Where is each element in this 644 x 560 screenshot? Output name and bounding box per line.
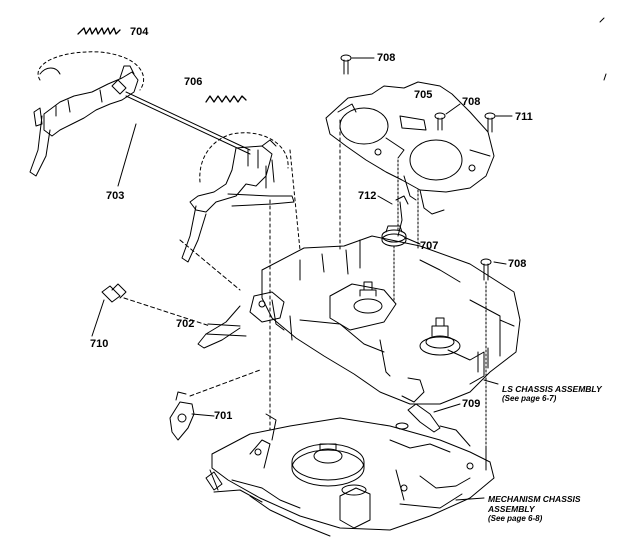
callout-703: 703: [106, 190, 125, 202]
screw-708-right: [480, 258, 507, 449]
callout-708-mid: 708: [462, 96, 481, 108]
ls-chassis: [197, 235, 521, 405]
leader-702: [207, 323, 241, 327]
screw-708-mid: [434, 103, 461, 131]
mechanism-caption-line1: MECHANISM CHASSIS: [488, 494, 581, 504]
lever-assembly: [181, 132, 295, 263]
callout-711: 711: [515, 111, 533, 123]
ls-chassis-caption-title: LS CHASSIS ASSEMBLY: [502, 384, 602, 394]
callout-706: 706: [184, 76, 203, 88]
callout-709: 709: [462, 398, 481, 410]
spring-704: [77, 27, 121, 35]
part-709: [395, 403, 461, 433]
callout-708-right: 708: [508, 258, 527, 270]
callout-712: 712: [358, 190, 377, 202]
callout-705: 705: [414, 89, 433, 101]
callout-710: 710: [90, 338, 109, 350]
callout-708-top: 708: [377, 52, 396, 64]
ls-chassis-caption-ref: (See page 6-7): [502, 394, 557, 403]
mechanism-chassis-caption: MECHANISM CHASSIS ASSEMBLY (See page 6-8…: [488, 494, 581, 524]
bracket-701: [169, 369, 261, 441]
callout-702: 702: [176, 318, 195, 330]
spring-706-small: [205, 95, 247, 103]
gear-707: [377, 195, 421, 301]
ls-chassis-caption: LS CHASSIS ASSEMBLY (See page 6-7): [502, 384, 602, 404]
screw-708-top: [340, 54, 375, 75]
plate-705: [325, 81, 495, 215]
mechanism-caption-ref: (See page 6-8): [488, 514, 543, 523]
arm-703: [29, 51, 251, 187]
callout-707: 707: [420, 240, 439, 252]
callout-704: 704: [130, 26, 149, 38]
callout-701: 701: [214, 410, 233, 422]
mechanism-caption-line2: ASSEMBLY: [488, 504, 535, 514]
mechanism-chassis: [205, 413, 495, 537]
pin-710: [91, 283, 211, 337]
screw-711: [484, 112, 513, 133]
